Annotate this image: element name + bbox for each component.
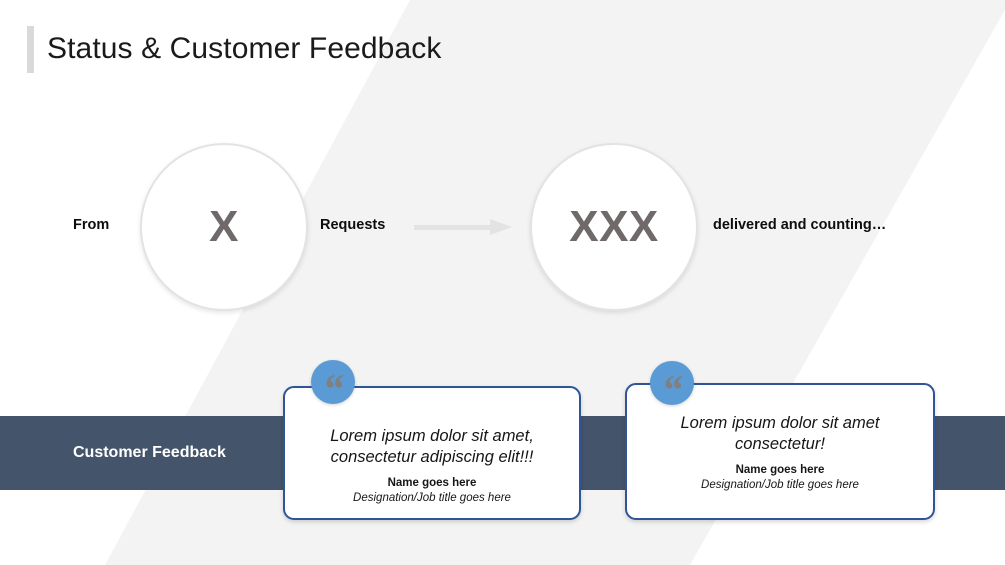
testimonial-quote: Lorem ipsum dolor sit amet consectetur! — [680, 414, 880, 454]
page-title: Status & Customer Feedback — [47, 32, 442, 65]
quote-glyph: “ — [322, 367, 344, 413]
requests-label: Requests — [320, 217, 386, 233]
status-metrics-row: From X Requests XXX delivered and counti… — [0, 143, 1005, 313]
arrow-shaft — [414, 225, 492, 230]
source-count-value: X — [209, 202, 239, 251]
testimonial-name: Name goes here — [387, 477, 477, 490]
delivered-count-value: XXX — [569, 202, 659, 251]
customer-feedback-label: Customer Feedback — [73, 444, 226, 461]
slide-title-group: Status & Customer Feedback — [27, 25, 441, 73]
quotation-mark-icon: “ — [650, 361, 694, 412]
testimonial-content: Lorem ipsum dolor sit amet consectetur! … — [627, 413, 933, 493]
testimonial-quote: Lorem ipsum dolor sit amet, consectetur … — [330, 427, 534, 467]
quote-glyph: “ — [661, 368, 683, 414]
testimonial-role: Designation/Job title goes here — [353, 492, 511, 505]
testimonial-name: Name goes here — [735, 464, 825, 477]
testimonial-card[interactable]: Lorem ipsum dolor sit amet consectetur! … — [625, 383, 935, 520]
arrow-head — [490, 219, 512, 235]
testimonial-content: Lorem ipsum dolor sit amet, consectetur … — [285, 426, 579, 506]
testimonial-role: Designation/Job title goes here — [701, 479, 859, 492]
delivered-count-circle: XXX — [530, 143, 698, 311]
source-count-circle: X — [140, 143, 308, 311]
quotation-mark-icon: “ — [311, 360, 355, 411]
right-arrow-icon — [414, 219, 512, 236]
title-accent-bar — [27, 25, 34, 73]
delivered-label: delivered and counting… — [713, 217, 887, 233]
from-label: From — [73, 217, 110, 233]
testimonial-card[interactable]: Lorem ipsum dolor sit amet, consectetur … — [283, 386, 581, 520]
